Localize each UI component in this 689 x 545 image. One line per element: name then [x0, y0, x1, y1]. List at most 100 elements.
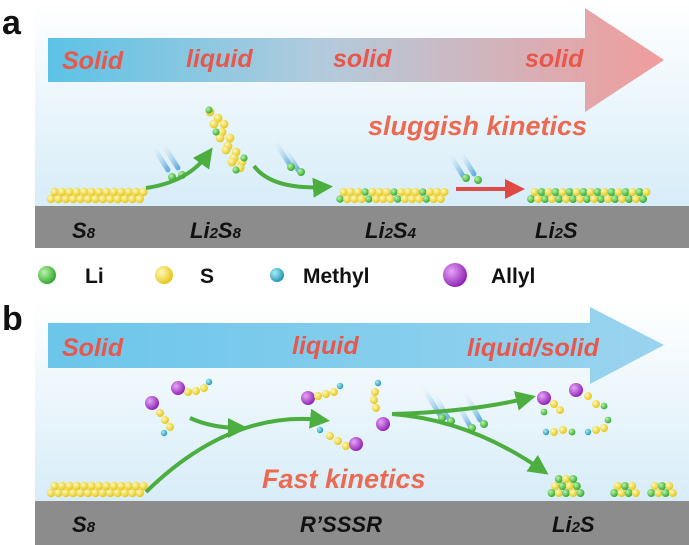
s-atom — [371, 388, 379, 396]
s-atom — [530, 188, 539, 196]
methyl-group — [205, 378, 213, 386]
s-atom — [407, 194, 417, 204]
s-atom — [550, 400, 558, 408]
legend-methyl-swatch — [270, 268, 284, 282]
s-atom — [576, 195, 584, 203]
s-atom — [124, 481, 133, 491]
panel-a-arrow-s8-to-li2s8 — [145, 147, 213, 190]
li-atom — [635, 188, 644, 196]
li-atom — [551, 188, 560, 196]
li-atom — [554, 475, 563, 483]
s-atom — [371, 194, 381, 204]
s-atom — [556, 406, 564, 414]
panel-a-s8-solid — [46, 187, 148, 204]
panel-b-arrow-small — [189, 416, 248, 438]
s-atom — [128, 194, 137, 204]
panel-a-label-li2s8: Li2S8 — [190, 218, 242, 243]
panel-a-label-li2s4: Li2S4 — [365, 218, 417, 243]
s-atom — [94, 187, 104, 197]
s-atom — [350, 194, 359, 204]
s-atom — [618, 195, 626, 203]
li-atom — [624, 489, 633, 497]
s-atom — [83, 194, 93, 204]
s-atom — [592, 426, 600, 434]
panel-a-kinetics-label: sluggish kinetics — [368, 111, 587, 141]
s-atom — [375, 187, 384, 197]
s-atom — [353, 187, 363, 197]
s-atom — [91, 194, 100, 204]
panel-b-stage-2: liquid — [292, 332, 359, 360]
li-atom — [639, 195, 647, 203]
s-atom — [628, 482, 637, 490]
s-atom — [57, 187, 67, 197]
allyl-group — [349, 437, 363, 451]
li-atom — [393, 195, 402, 203]
li-atom — [562, 489, 570, 497]
s-atom — [586, 188, 595, 196]
panel-a-li2s4-layer — [336, 187, 449, 204]
panel-a-stage-2: liquid — [186, 45, 253, 73]
panel-b-stage-3: liquid/solid — [467, 334, 600, 362]
s-atom — [544, 188, 553, 196]
s-atom — [339, 187, 348, 197]
s-atom — [131, 481, 141, 491]
s-atom — [617, 489, 626, 497]
s-atom — [590, 195, 598, 203]
panel-b-label-rsssr: R’SSSR — [300, 512, 382, 537]
s-atom — [94, 481, 104, 491]
panel-a-letter: a — [2, 4, 22, 42]
li-atom — [607, 188, 616, 196]
s-atom — [565, 482, 574, 490]
s-atom — [135, 488, 144, 498]
s-atom — [135, 194, 144, 204]
panel-b-molecules — [145, 378, 612, 451]
s-atom — [400, 194, 409, 204]
s-atom — [558, 188, 567, 196]
li-atom — [558, 482, 567, 490]
s-atom — [113, 194, 122, 204]
panel-a-light-rays — [147, 134, 477, 179]
panel-a-arrow-li2s8-to-li2s4 — [252, 164, 333, 198]
s-atom — [433, 187, 442, 197]
s-atom — [102, 481, 111, 491]
li-atom — [212, 128, 220, 136]
s-atom — [357, 194, 366, 204]
panel-b-progress-arrow — [48, 307, 664, 384]
li-atom — [232, 166, 240, 174]
s-atom — [219, 119, 229, 129]
s-atom — [156, 409, 164, 417]
legend: Li S Methyl Allyl — [38, 263, 535, 288]
s-atom — [65, 187, 74, 197]
s-atom — [425, 187, 435, 197]
panel-b-kinetics-label: Fast kinetics — [262, 464, 426, 494]
panel-b-stage-1: Solid — [62, 334, 124, 362]
panel-b-letter: b — [2, 300, 23, 338]
s-atom — [83, 488, 93, 498]
s-atom — [102, 187, 111, 197]
li-atom — [610, 489, 619, 497]
li-atom — [422, 195, 431, 203]
s-atom — [87, 187, 96, 197]
s-atom — [330, 388, 338, 396]
panel-a-li2s8-cluster — [205, 106, 248, 174]
allyl-group — [145, 396, 159, 410]
s-atom — [379, 194, 388, 204]
s-atom — [382, 187, 391, 197]
s-atom — [46, 488, 56, 498]
s-atom — [215, 133, 225, 143]
legend-li-label: Li — [85, 265, 104, 288]
s-atom — [76, 488, 85, 498]
panel-b-arrow-to-li2s-lower — [391, 412, 549, 475]
s-atom — [404, 187, 413, 197]
s-atom — [80, 187, 89, 197]
s-atom — [548, 195, 556, 203]
s-atom — [411, 187, 420, 197]
s-atom — [554, 489, 563, 497]
s-atom — [113, 488, 122, 498]
s-atom — [50, 187, 59, 197]
panel-b-label-li2s: Li2S — [552, 512, 595, 537]
s-atom — [386, 194, 395, 204]
panel-b-substrate — [35, 501, 689, 545]
s-atom — [559, 426, 567, 434]
